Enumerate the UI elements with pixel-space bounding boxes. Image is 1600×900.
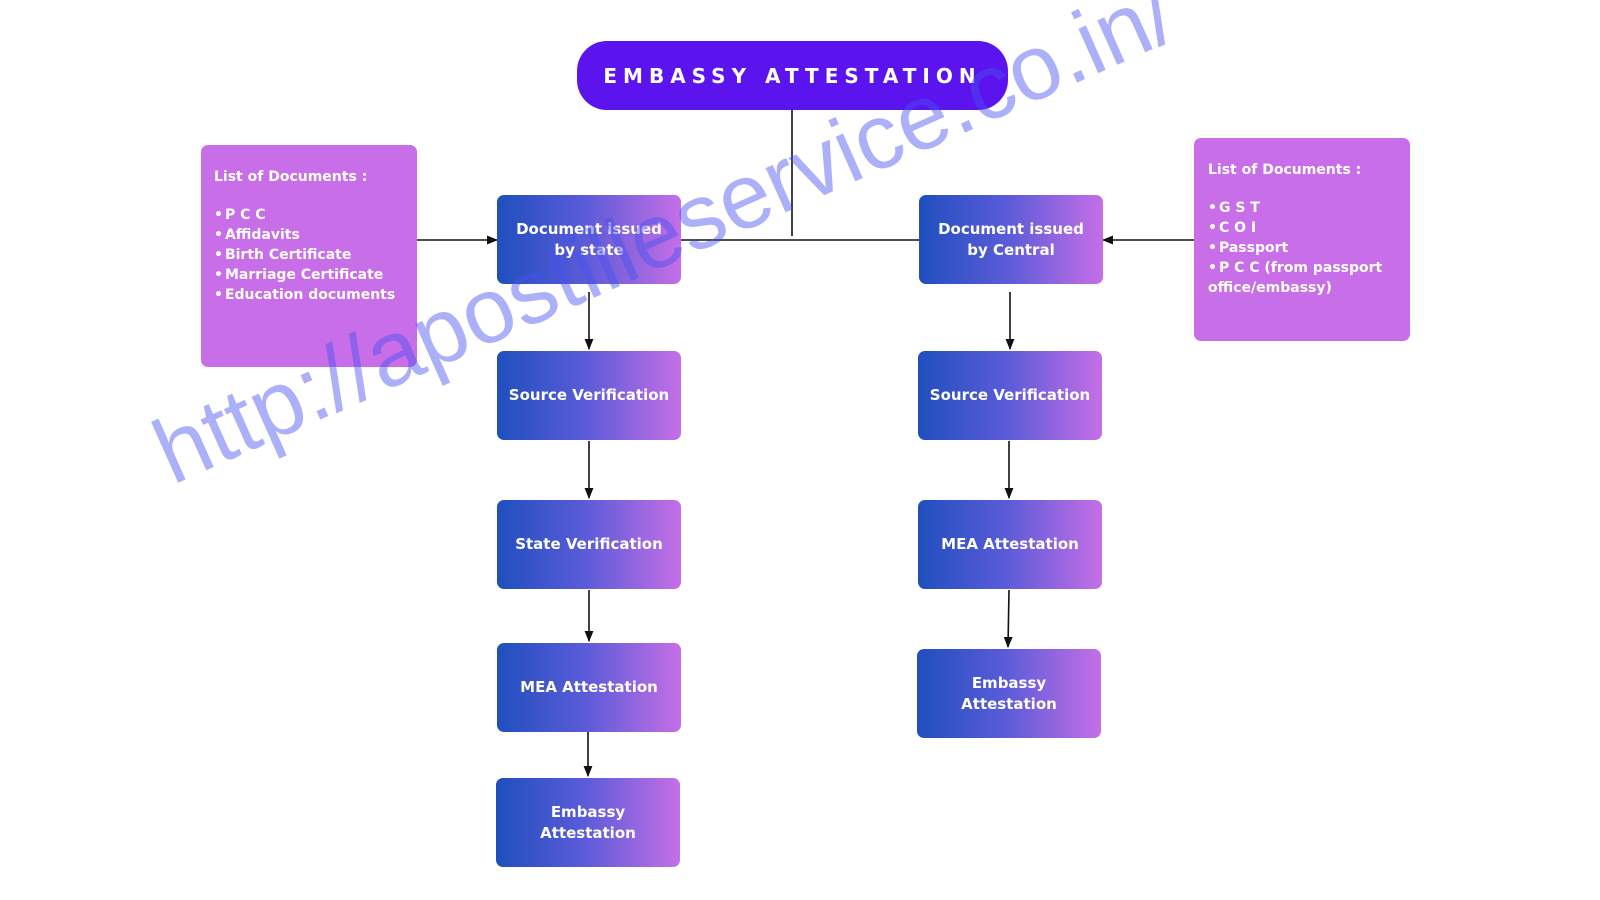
title-box: EMBASSY ATTESTATION — [577, 41, 1008, 110]
right-documents-box: List of Documents : G S T C O I Passport… — [1194, 138, 1410, 341]
left-step-document-issued-by-state: Document issued by state — [497, 195, 681, 284]
right-documents-title: List of Documents : — [1208, 162, 1362, 178]
left-step-state-verification: State Verification — [497, 500, 681, 589]
right-document-item: P C C (from passport office/embassy) — [1208, 258, 1402, 298]
right-documents-list: G S T C O I Passport P C C (from passpor… — [1208, 198, 1402, 298]
left-document-item: P C C — [214, 205, 403, 225]
left-documents-box: List of Documents : P C C Affidavits Bir… — [201, 145, 417, 367]
left-documents-title: List of Documents : — [214, 169, 368, 185]
right-step-embassy-attestation: Embassy Attestation — [917, 649, 1101, 738]
right-step-source-verification: Source Verification — [918, 351, 1102, 440]
right-document-item: G S T — [1208, 198, 1402, 218]
left-step-embassy-attestation: Embassy Attestation — [496, 778, 680, 867]
left-document-item: Marriage Certificate — [214, 265, 403, 285]
right-step-mea-attestation: MEA Attestation — [918, 500, 1102, 589]
left-step-mea-attestation: MEA Attestation — [497, 643, 681, 732]
left-documents-list: P C C Affidavits Birth Certificate Marri… — [214, 205, 403, 305]
connector-right-3 — [1003, 589, 1013, 649]
right-document-item: Passport — [1208, 238, 1402, 258]
left-document-item: Birth Certificate — [214, 245, 403, 265]
right-step-document-issued-by-central: Document issued by Central — [919, 195, 1103, 284]
left-document-item: Affidavits — [214, 225, 403, 245]
left-step-source-verification: Source Verification — [497, 351, 681, 440]
right-document-item: C O I — [1208, 218, 1402, 238]
left-document-item: Education documents — [214, 285, 403, 305]
